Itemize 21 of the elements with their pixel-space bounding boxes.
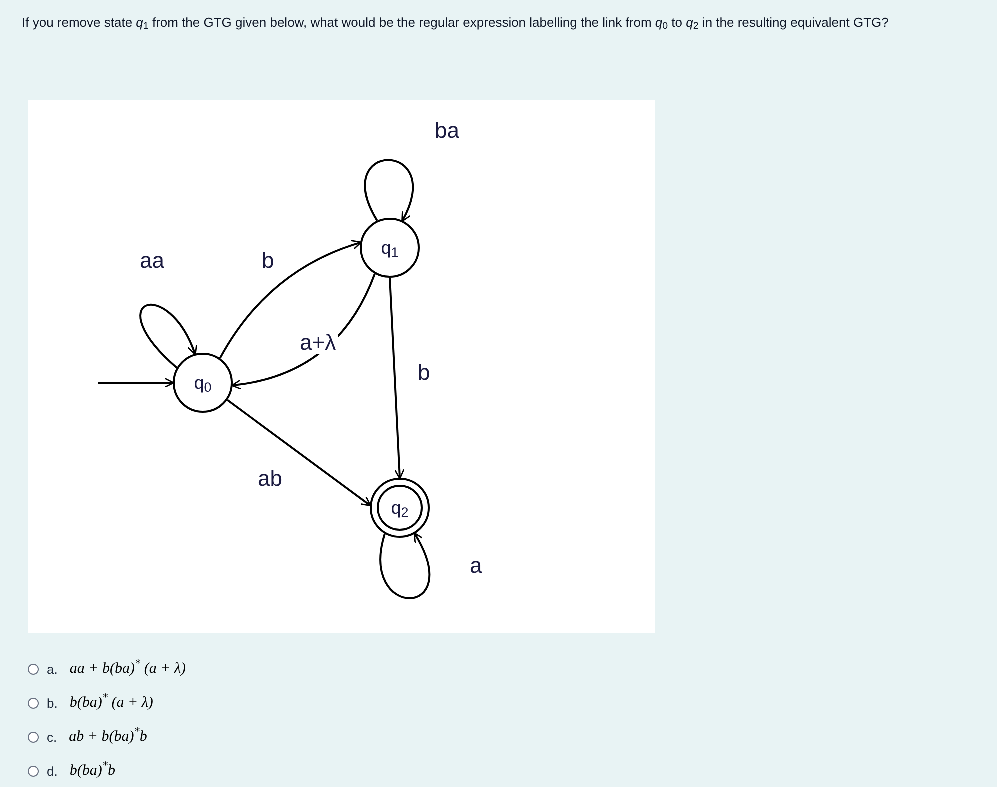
arrow	[389, 278, 405, 480]
self-loop-arrow	[364, 159, 414, 222]
option-expression: b(ba)$^{*}$b	[70, 760, 116, 781]
state-name: q$_{1}$	[381, 236, 399, 262]
state-name: q$_{2}$	[391, 496, 409, 522]
option-expression: ab + b(ba)$^{*}$b	[69, 726, 148, 747]
state-name: q$_{0}$	[194, 372, 212, 396]
option-letter: b.	[47, 694, 58, 712]
arrow	[226, 399, 372, 507]
option-expression: b(ba)$^{*}$ (a + λ)	[70, 692, 154, 713]
arrow	[231, 274, 376, 390]
option-expression: aa + b(ba)$^{*}$ (a + λ)	[70, 658, 186, 679]
self-loop-arrow	[140, 304, 197, 369]
edge-label: a+λ	[298, 332, 338, 354]
option-letter: c.	[47, 728, 58, 746]
self-loop-arrow	[380, 532, 430, 600]
option-letter: d.	[47, 762, 58, 780]
option-letter: a.	[47, 660, 58, 678]
question-text: If you remove state q$_{1}$ from the GTG given below, what would be the regular expression labelling the link from q$_{0}$ to q$_{2}$ in the resulting equivalent GTG?	[22, 14, 890, 32]
arrow	[219, 240, 362, 359]
arrow	[98, 378, 175, 388]
